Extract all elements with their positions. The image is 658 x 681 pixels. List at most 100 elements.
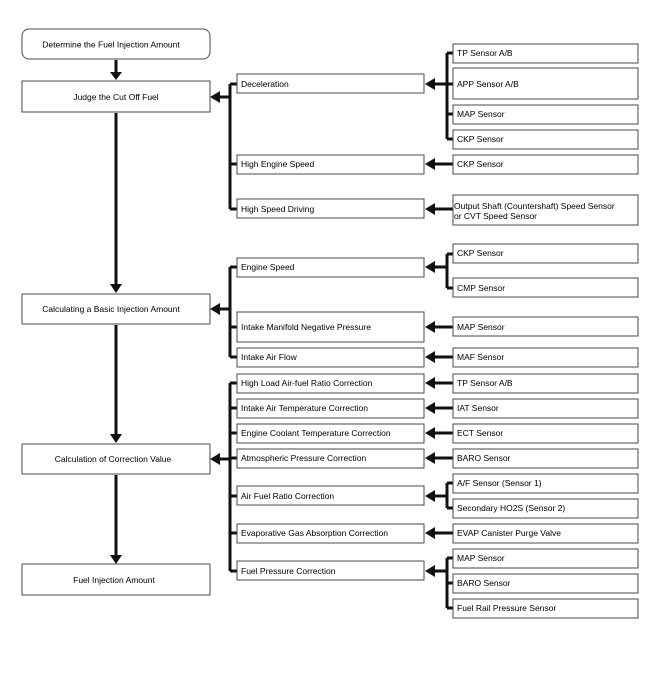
condition-atmospheric-pressure-label: Atmospheric Pressure Correction	[241, 453, 366, 463]
condition-coolant-temp: Engine Coolant Temperature Correction	[236, 423, 425, 444]
sensor-hl-tp: TP Sensor A/B	[452, 373, 639, 394]
sensor-decel-tp: TP Sensor A/B	[452, 43, 639, 64]
sensor-es-cmp-label: CMP Sensor	[457, 283, 505, 293]
condition-engine-speed: Engine Speed	[236, 257, 425, 278]
condition-intake-air-flow: Intake Air Flow	[236, 347, 425, 368]
sensor-es-ckp: CKP Sensor	[452, 243, 639, 264]
condition-intake-manifold-pressure-label: Intake Manifold Negative Pressure	[241, 322, 371, 332]
sensor-iat: IAT Sensor	[452, 398, 639, 419]
step-judge-cutoff: Judge the Cut Off Fuel	[21, 80, 211, 113]
sensor-iaf-maf: MAF Sensor	[452, 347, 639, 368]
sensor-imp-map: MAP Sensor	[452, 316, 639, 337]
sensor-baro: BARO Sensor	[452, 448, 639, 469]
step-injection-amount: Fuel Injection Amount	[21, 563, 211, 596]
sensor-decel-tp-label: TP Sensor A/B	[457, 48, 513, 58]
sensor-evap-valve-label: EVAP Canister Purge Valve	[457, 528, 561, 538]
step-basic-injection: Calculating a Basic Injection Amount	[21, 293, 211, 325]
sensor-fp-map: MAP Sensor	[452, 548, 639, 569]
arrowhead-left	[425, 527, 435, 539]
arrowhead-left	[425, 351, 435, 363]
sensor-decel-app: APP Sensor A/B	[452, 67, 639, 100]
step-determine-label: Determine the Fuel Injection Amount	[42, 40, 180, 50]
step-correction-label: Calculation of Correction Value	[55, 454, 172, 464]
sensor-iat-label: IAT Sensor	[457, 403, 499, 413]
sensor-decel-ckp: CKP Sensor	[452, 129, 639, 150]
sensor-evap-valve: EVAP Canister Purge Valve	[452, 523, 639, 544]
condition-high-speed-driving: High Speed Driving	[236, 198, 425, 219]
condition-atmospheric-pressure: Atmospheric Pressure Correction	[236, 448, 425, 469]
sensor-decel-ckp-label: CKP Sensor	[457, 134, 504, 144]
main-steps: Determine the Fuel Injection Amount Judg…	[21, 28, 211, 596]
sensor-ect-label: ECT Sensor	[457, 428, 503, 438]
sensor-fp-baro-label: BARO Sensor	[457, 578, 511, 588]
sensor-decel-app-label: APP Sensor A/B	[457, 79, 519, 89]
connectors	[110, 51, 453, 610]
sensor-ect: ECT Sensor	[452, 423, 639, 444]
condition-coolant-temp-label: Engine Coolant Temperature Correction	[241, 428, 391, 438]
step-judge-cutoff-label: Judge the Cut Off Fuel	[73, 92, 158, 102]
condition-intake-air-temp-label: Intake Air Temperature Correction	[241, 403, 368, 413]
sensor-fp-rail: Fuel Rail Pressure Sensor	[452, 598, 639, 619]
arrowhead-left	[425, 427, 435, 439]
condition-air-fuel-ratio-label: Air Fuel Ratio Correction	[241, 491, 334, 501]
sensors: TP Sensor A/B APP Sensor A/B MAP Sensor …	[452, 43, 639, 619]
condition-deceleration: Deceleration	[236, 73, 425, 94]
step-correction: Calculation of Correction Value	[21, 443, 211, 475]
sensor-baro-label: BARO Sensor	[457, 453, 511, 463]
arrowhead-left	[425, 78, 435, 90]
condition-high-load-afr: High Load Air-fuel Ratio Correction	[236, 373, 425, 394]
arrowhead-left	[425, 490, 435, 502]
condition-deceleration-label: Deceleration	[241, 79, 289, 89]
sensor-hl-tp-label: TP Sensor A/B	[457, 378, 513, 388]
condition-evap-gas: Evaporative Gas Absorption Correction	[236, 523, 425, 544]
condition-high-speed-driving-label: High Speed Driving	[241, 204, 315, 214]
arrowhead-left	[425, 158, 435, 170]
sensor-fp-map-label: MAP Sensor	[457, 553, 505, 563]
condition-high-load-afr-label: High Load Air-fuel Ratio Correction	[241, 378, 373, 388]
sensor-decel-map: MAP Sensor	[452, 104, 639, 125]
arrowhead-left	[425, 261, 435, 273]
condition-air-fuel-ratio: Air Fuel Ratio Correction	[236, 485, 425, 506]
sensor-output-shaft-label-line1: Output Shaft (Countershaft) Speed Sensor	[454, 201, 615, 211]
sensor-iaf-maf-label: MAF Sensor	[457, 352, 504, 362]
step-determine: Determine the Fuel Injection Amount	[21, 28, 211, 60]
condition-evap-gas-label: Evaporative Gas Absorption Correction	[241, 528, 388, 538]
arrowhead-down	[110, 434, 122, 443]
sensor-es-ckp-label: CKP Sensor	[457, 248, 504, 258]
sensor-imp-map-label: MAP Sensor	[457, 322, 505, 332]
condition-high-engine-speed-label: High Engine Speed	[241, 159, 315, 169]
arrowhead-down	[110, 284, 122, 293]
arrowhead-left	[425, 377, 435, 389]
arrowhead-left	[425, 565, 435, 577]
condition-intake-air-temp: Intake Air Temperature Correction	[236, 398, 425, 419]
step-basic-injection-label: Calculating a Basic Injection Amount	[42, 304, 180, 314]
sensor-hes-ckp: CKP Sensor	[452, 154, 639, 175]
arrowhead-left	[210, 91, 220, 103]
sensor-fp-baro: BARO Sensor	[452, 573, 639, 594]
arrowhead-left	[425, 203, 435, 215]
step-injection-amount-label: Fuel Injection Amount	[73, 575, 155, 585]
condition-fuel-pressure-label: Fuel Pressure Correction	[241, 566, 336, 576]
sensor-output-shaft: Output Shaft (Countershaft) Speed Sensor…	[452, 194, 639, 226]
arrowhead-left	[425, 452, 435, 464]
sensor-output-shaft-label-line2: or CVT Speed Sensor	[454, 211, 537, 221]
sensor-es-cmp: CMP Sensor	[452, 277, 639, 298]
arrowhead-down	[110, 555, 122, 564]
conditions: Deceleration High Engine Speed High Spee…	[236, 73, 425, 581]
sensor-secondary-ho2s-label: Secondary HO2S (Sensor 2)	[457, 503, 565, 513]
arrowhead-down	[110, 72, 122, 80]
condition-engine-speed-label: Engine Speed	[241, 262, 295, 272]
arrowhead-left	[210, 453, 220, 465]
sensor-hes-ckp-label: CKP Sensor	[457, 159, 504, 169]
sensor-af-label: A/F Sensor (Sensor 1)	[457, 478, 542, 488]
arrowhead-left	[425, 321, 435, 333]
condition-intake-manifold-pressure: Intake Manifold Negative Pressure	[236, 311, 425, 343]
sensor-decel-map-label: MAP Sensor	[457, 109, 505, 119]
sensor-fp-rail-label: Fuel Rail Pressure Sensor	[457, 603, 556, 613]
sensor-af: A/F Sensor (Sensor 1)	[452, 473, 639, 494]
sensor-secondary-ho2s: Secondary HO2S (Sensor 2)	[452, 498, 639, 519]
arrowhead-left	[425, 402, 435, 414]
condition-fuel-pressure: Fuel Pressure Correction	[236, 560, 425, 581]
arrowhead-left	[210, 303, 220, 315]
